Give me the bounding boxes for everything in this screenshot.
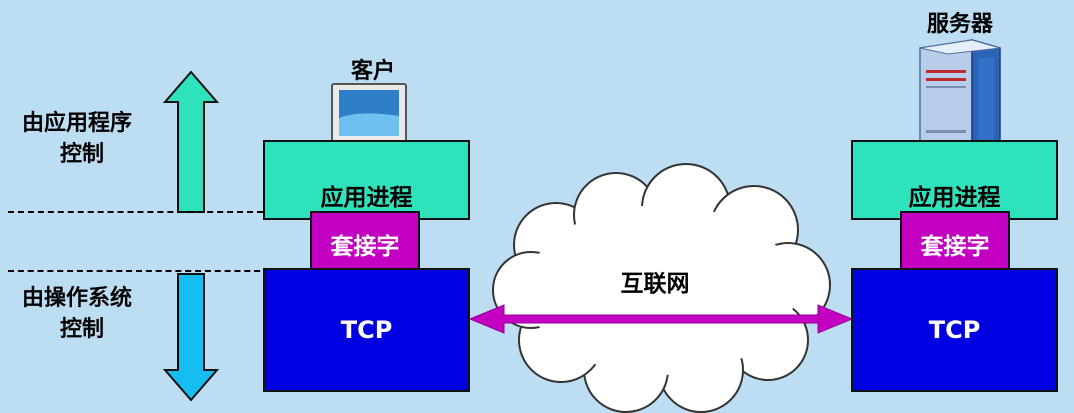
client-tcp-label: TCP bbox=[340, 316, 393, 344]
server-title: 服务器 bbox=[926, 12, 993, 37]
server-tcp-box: TCP bbox=[851, 268, 1058, 392]
server-tcp-label: TCP bbox=[928, 316, 981, 344]
client-tcp-box: TCP bbox=[263, 268, 470, 392]
app-control-line1: 由应用程序 bbox=[22, 111, 133, 136]
app-os-boundary-upper bbox=[8, 211, 263, 213]
app-control-label: 由应用程序 控制 bbox=[22, 108, 132, 170]
app-os-boundary-lower bbox=[8, 270, 270, 272]
client-app-process-label: 应用进程 bbox=[320, 185, 413, 211]
server-socket-box: 套接字 bbox=[900, 211, 1010, 277]
os-control-label: 由操作系统 控制 bbox=[22, 283, 132, 345]
computer-monitor-icon bbox=[331, 83, 407, 160]
app-control-line2: 控制 bbox=[60, 142, 105, 167]
connection-double-arrow bbox=[468, 304, 854, 334]
server-tower-icon bbox=[919, 39, 1001, 163]
os-control-line1: 由操作系统 bbox=[22, 286, 133, 311]
client-socket-label: 套接字 bbox=[330, 234, 400, 260]
down-arrow-icon bbox=[162, 273, 220, 402]
internet-label: 互联网 bbox=[620, 271, 690, 297]
server-app-process-label: 应用进程 bbox=[908, 185, 1001, 211]
internet-cloud-icon bbox=[492, 163, 831, 413]
client-app-process-box: 应用进程 bbox=[263, 140, 470, 220]
os-control-line2: 控制 bbox=[60, 317, 105, 342]
server-socket-label: 套接字 bbox=[920, 234, 990, 260]
server-app-process-box: 应用进程 bbox=[851, 140, 1058, 220]
up-arrow-icon bbox=[162, 70, 220, 213]
client-title: 客户 bbox=[350, 59, 395, 84]
